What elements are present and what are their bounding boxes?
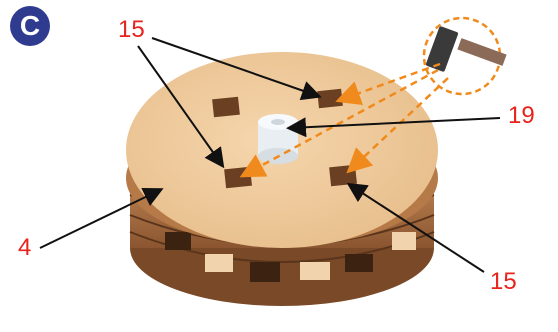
step-badge: C xyxy=(10,6,50,46)
hammer-icon xyxy=(422,16,507,96)
callout-label-15-bottom: 15 xyxy=(490,268,517,295)
leader-arrows xyxy=(39,37,501,273)
hammer-arrows xyxy=(239,62,449,178)
callout-label-4: 4 xyxy=(18,234,32,261)
callout-label-19: 19 xyxy=(508,102,535,129)
callout-label-15-top: 15 xyxy=(118,16,145,43)
